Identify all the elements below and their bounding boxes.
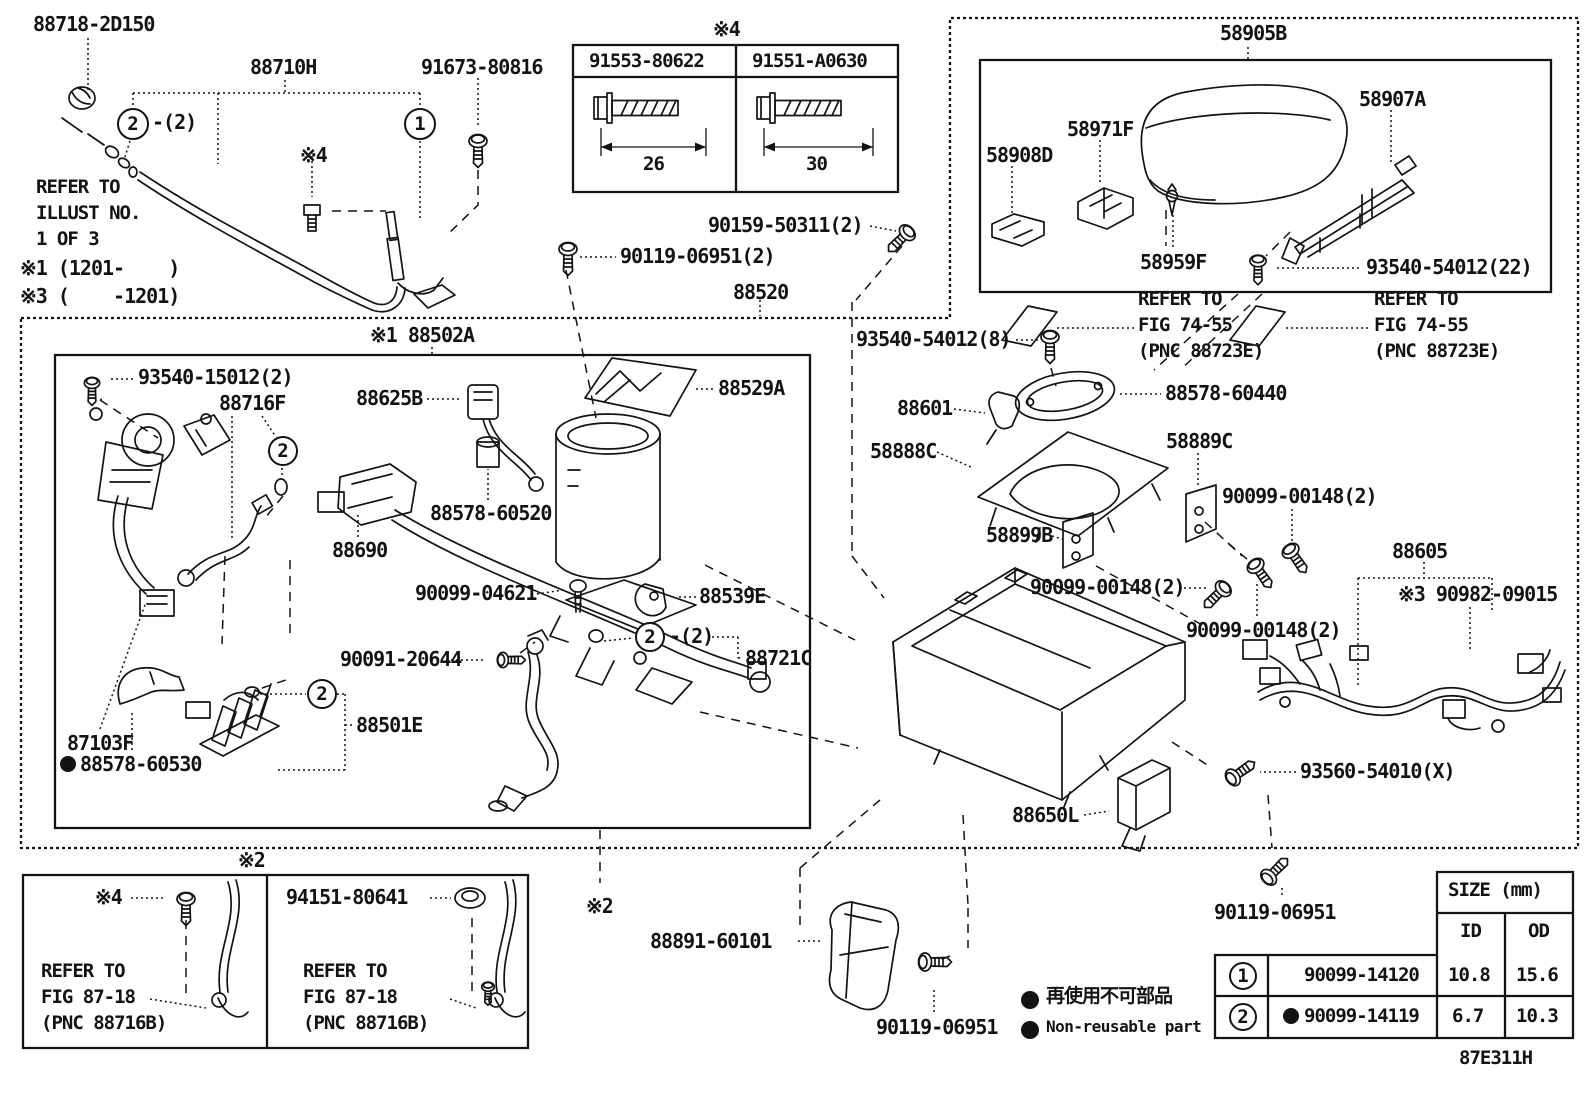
part-label-90099-00148-a: 90099-00148(2) [1222, 484, 1378, 508]
part-label-88501E: 88501E [356, 713, 423, 737]
part-label-88539E: 88539E [699, 584, 766, 608]
bolt-col2-length: 30 [806, 153, 828, 175]
part-label-93540-54012-x8: 93540-54012(8) [856, 327, 1012, 351]
fastener-illustrations [83, 133, 1314, 1006]
bolt-col1-part: 91553-80622 [589, 50, 705, 72]
note-4-a: ※4 [300, 143, 328, 167]
part-label-91673-80816: 91673-80816 [421, 55, 543, 79]
part-label-58907A: 58907A [1359, 87, 1426, 111]
legend-dot-1 [1021, 991, 1039, 1009]
note-refer-fig8718-a: REFER TO FIG 87-18 (PNC 88716B) [41, 960, 167, 1034]
part-label-94151-80641: 94151-80641 [286, 885, 408, 909]
size-table-title: SIZE (mm) [1448, 879, 1543, 901]
note-refer-fig8718-b: REFER TO FIG 87-18 (PNC 88716B) [303, 960, 429, 1034]
heater-control-parts-illustration [90, 358, 770, 811]
size-table-row2-id: 6.7 [1452, 1005, 1484, 1027]
part-label-88529A: 88529A [718, 376, 785, 400]
size-table-row1-id: 10.8 [1448, 964, 1491, 986]
qty-minus-2-b: -(2) [669, 624, 714, 648]
note-refer-fig7455-b: REFER TO FIG 74-55 (PNC 88723E) [1374, 288, 1500, 362]
part-label-88650L: 88650L [1012, 803, 1079, 827]
legend-text-en: Non-reusable part [1046, 1017, 1202, 1036]
note-appl-3: ※3 ( -1201) [20, 284, 180, 308]
size-table-row2-part: 90099-14119 [1304, 1005, 1420, 1027]
size-table-row1-od: 15.6 [1516, 964, 1559, 986]
note-refer-illust: REFER TO ILLUST NO. 1 OF 3 [36, 176, 141, 250]
size-table-col-od: OD [1528, 920, 1550, 942]
wire-harness-illustration [1243, 639, 1565, 732]
note-2-a: ※2 [586, 894, 614, 918]
note-4-c: ※4 [95, 885, 123, 909]
size-table-row2-od: 10.3 [1516, 1005, 1559, 1027]
shift-lock-cable-illustration [62, 87, 455, 312]
part-label-58899B: 58899B [986, 523, 1053, 547]
main-assembly-boxes [21, 18, 1578, 1048]
callout-2-a: 2 [117, 108, 149, 140]
construction-lines [100, 170, 1290, 1000]
part-label-88891-60101: 88891-60101 [650, 929, 772, 953]
note-2-b: ※2 [238, 848, 266, 872]
part-label-58889C: 58889C [1166, 429, 1233, 453]
part-label-58888C: 58888C [870, 439, 937, 463]
armrest-assembly-illustration [992, 85, 1416, 264]
legend-dot-2 [1021, 1021, 1039, 1039]
part-label-88605: 88605 [1392, 539, 1448, 563]
part-label-93560-54010-X: 93560-54010(X) [1300, 759, 1456, 783]
size-table-row1-callout: 1 [1229, 962, 1257, 990]
qty-minus-2-a: -(2) [152, 110, 197, 134]
console-upper-parts-illustration [978, 306, 1285, 568]
part-label-93540-54012-x22: 93540-54012(22) [1366, 255, 1533, 279]
part-label-88520: 88520 [733, 280, 789, 304]
part-label-87103F: 87103F [67, 731, 134, 755]
part-label-58905B: 58905B [1220, 21, 1287, 45]
size-table-row2-callout: 2 [1229, 1003, 1257, 1031]
part-label-90119-06951-x2: 90119-06951(2) [620, 244, 776, 268]
part-label-88718-2D150: 88718-2D150 [33, 12, 155, 36]
part-label-58971F: 58971F [1067, 117, 1134, 141]
part-label-88578-60530: 88578-60530 [80, 752, 202, 776]
part-label-58959F: 58959F [1140, 250, 1207, 274]
nonreusable-dot-88578-60530 [60, 756, 76, 772]
part-label-88690: 88690 [332, 538, 388, 562]
note-refer-fig7455-a: REFER TO FIG 74-55 (PNC 88723E) [1138, 288, 1264, 362]
part-label-90099-00148-b: 90099-00148(2) [1030, 575, 1186, 599]
callout-2-c: 2 [635, 622, 665, 652]
diagram-code: 87E311H [1459, 1047, 1533, 1069]
part-label-88721C: 88721C [745, 646, 812, 670]
part-label-90099-00148-c: 90099-00148(2) [1186, 618, 1342, 642]
part-label-88578-60440: 88578-60440 [1165, 381, 1287, 405]
bolt-col1-length: 26 [643, 153, 665, 175]
size-table-row1-part: 90099-14120 [1304, 964, 1420, 986]
legend-text-jp: 再使用不可部品 [1046, 985, 1173, 1007]
console-box-illustration [893, 568, 1185, 851]
part-label-88601: 88601 [897, 396, 953, 420]
part-label-88625B: 88625B [356, 386, 423, 410]
part-label-90159-50311-x2: 90159-50311(2) [708, 213, 864, 237]
part-label-93540-15012-x2: 93540-15012(2) [138, 365, 294, 389]
callout-2-b: 2 [268, 436, 298, 466]
size-table-col-id: ID [1460, 920, 1482, 942]
part-label-90119-06951-a: 90119-06951 [876, 1015, 998, 1039]
part-label-90982-09015: ※3 90982-09015 [1398, 582, 1558, 606]
part-label-88578-60520: 88578-60520 [430, 501, 552, 525]
bolt-size-illustrations [593, 92, 873, 156]
note-appl-1: ※1 (1201- ) [20, 256, 180, 280]
part-label-90091-20644: 90091-20644 [340, 647, 462, 671]
bottom-parts-illustration [212, 880, 898, 1017]
callout-1-a: 1 [404, 108, 436, 140]
note-4-b: ※4 [713, 17, 741, 41]
part-label-88710H: 88710H [250, 55, 317, 79]
assembly-title-88502A: ※1 88502A [370, 323, 475, 347]
leader-lines [88, 38, 1492, 1013]
part-label-90119-06951-b: 90119-06951 [1214, 900, 1336, 924]
callout-2-d: 2 [307, 679, 337, 709]
bolt-col2-part: 91551-A0630 [752, 50, 868, 72]
part-label-90099-04621: 90099-04621 [415, 581, 537, 605]
nonreusable-dot-90099-14119 [1283, 1008, 1299, 1024]
part-label-88716F: 88716F [219, 391, 286, 415]
part-label-58908D: 58908D [986, 143, 1053, 167]
